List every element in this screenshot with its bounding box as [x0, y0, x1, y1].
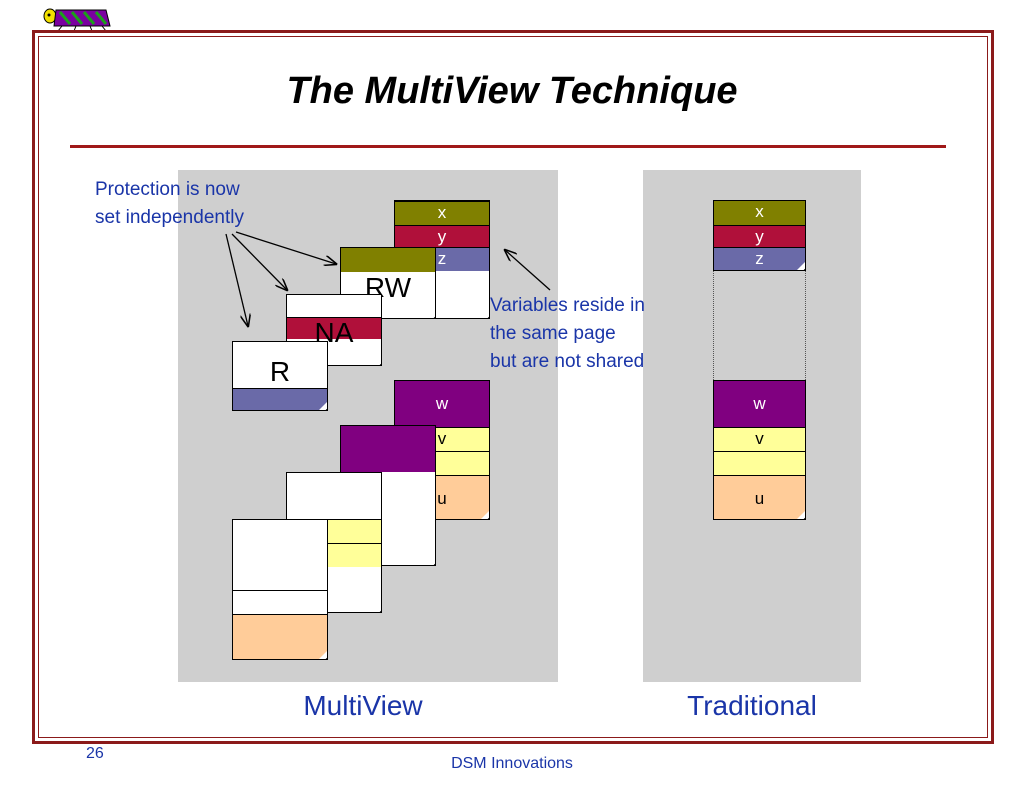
- slide-frame-inner: [38, 36, 988, 738]
- page-fold: [372, 356, 381, 365]
- trad-var-z-cell: z: [714, 247, 805, 270]
- footer-org: DSM Innovations: [451, 755, 573, 772]
- var-y-cell: y: [395, 225, 489, 247]
- page-fold: [372, 603, 381, 612]
- variables-note-line1: Variables reside in: [490, 295, 645, 316]
- traditional-gap-dotted: [713, 271, 806, 380]
- trad-var-blank-cell: [714, 451, 805, 475]
- protection-note: Protection is now set independently: [95, 176, 315, 232]
- trad-var-u-cell: u: [714, 475, 805, 519]
- view-rw-x-band: [341, 248, 435, 272]
- page-fold: [796, 261, 805, 270]
- variables-note: Variables reside in the same page but ar…: [490, 292, 710, 376]
- trad-var-w-cell: w: [714, 381, 805, 427]
- page-fold: [426, 309, 435, 318]
- traditional-page-wvu: w v u: [713, 380, 806, 520]
- title-rule: [70, 145, 946, 148]
- view-u-page: [232, 519, 328, 660]
- traditional-page-xyz: x y z: [713, 200, 806, 271]
- view-w-band: [341, 426, 435, 472]
- view-w-page: [340, 425, 436, 566]
- page-fold: [480, 309, 489, 318]
- slide-number: 26: [86, 745, 104, 762]
- ants-logo: [40, 2, 112, 32]
- variables-note-line3: but are not shared: [490, 351, 645, 372]
- protection-note-line1: Protection is now: [95, 179, 240, 200]
- view-na-y-band: [287, 317, 381, 339]
- var-w-cell: w: [395, 381, 489, 427]
- protection-note-line2: set independently: [95, 207, 244, 228]
- page-fold: [318, 401, 327, 410]
- caption-multiview: MultiView: [303, 690, 423, 721]
- page-fold: [318, 650, 327, 659]
- view-u-band: [233, 614, 327, 659]
- slide-title: The MultiView Technique: [286, 70, 738, 112]
- page-fold: [426, 556, 435, 565]
- page-fold: [796, 510, 805, 519]
- perm-r-label: R: [269, 356, 291, 387]
- page-fold: [480, 510, 489, 519]
- trad-var-y-cell: y: [714, 225, 805, 247]
- trad-var-x-cell: x: [714, 201, 805, 225]
- slide-frame-outer: [32, 30, 994, 744]
- var-x-cell: x: [395, 201, 489, 225]
- variables-note-line2: the same page: [490, 323, 616, 344]
- view-r-z-band: [233, 388, 327, 410]
- trad-var-v-cell: v: [714, 427, 805, 451]
- view-u-blank-band: [233, 590, 327, 614]
- caption-traditional: Traditional: [687, 690, 817, 721]
- view-r-page: R: [232, 341, 328, 411]
